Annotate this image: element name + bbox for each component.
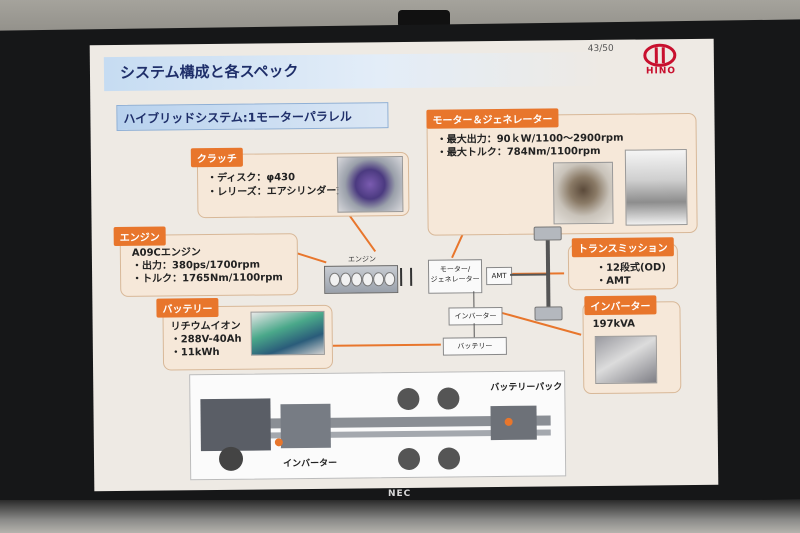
inverter-photo bbox=[594, 335, 658, 385]
clutch-symbol bbox=[400, 267, 413, 287]
battery-capacity: ・11kWh bbox=[170, 346, 220, 359]
clutch-spec-1: ・ディスク：φ430 bbox=[207, 172, 296, 185]
motor-generator-node: モーター/ ジェネレーター bbox=[427, 259, 483, 294]
battery-connector bbox=[332, 343, 441, 347]
inverter-tag: インバーター bbox=[584, 295, 657, 316]
amt-label: AMT bbox=[491, 271, 507, 281]
engine-block bbox=[324, 265, 399, 294]
subtitle-bar: ハイブリッドシステム:1モーターパラレル bbox=[116, 102, 389, 132]
wheel-icon bbox=[533, 226, 562, 241]
motor-photo-2 bbox=[624, 149, 688, 226]
cylinder-icon bbox=[340, 272, 352, 287]
slide-screen: システム構成と各スペック 43/50 HINO ハイブリッドシステム:1モーター… bbox=[89, 38, 719, 492]
engine-block-label: エンジン bbox=[347, 255, 376, 264]
motor-generator-label-1: モーター/ bbox=[439, 265, 471, 274]
engine-tag: エンジン bbox=[113, 226, 166, 247]
transmission-gears: ・12段式(OD) bbox=[595, 262, 666, 274]
motor-generator-label-2: ジェネレーター bbox=[430, 275, 480, 284]
motor-tag: モーター＆ジェネレーター bbox=[426, 108, 559, 129]
transmission-tag: トランスミッション bbox=[571, 237, 674, 258]
battery-voltage: ・288V-40Ah bbox=[170, 333, 242, 346]
battery-node: バッテリー bbox=[442, 336, 507, 356]
wheel-icon bbox=[534, 306, 563, 321]
cylinder-icon bbox=[362, 272, 374, 287]
chassis-inverter-label: インバーター bbox=[283, 458, 338, 470]
cylinder-icon bbox=[384, 272, 396, 287]
battery-tag: バッテリー bbox=[156, 297, 219, 318]
battery-type: リチウムイオン bbox=[170, 320, 241, 333]
motor-inverter-link bbox=[473, 291, 475, 308]
cylinder-icon bbox=[329, 272, 341, 287]
inverter-node: インバーター bbox=[448, 306, 503, 326]
foreground-band bbox=[0, 500, 800, 533]
cylinder-icon bbox=[373, 272, 385, 287]
rear-axle bbox=[545, 232, 551, 313]
battery-pack-label: バッテリーパック bbox=[490, 382, 563, 394]
hino-wordmark: HINO bbox=[645, 66, 677, 77]
chassis-illustration: バッテリーパック インバーター bbox=[189, 370, 567, 481]
subtitle-text: ハイブリッドシステム:1モーターパラレル bbox=[123, 109, 352, 126]
chassis-drawing bbox=[200, 387, 551, 471]
clutch-spec-2: ・レリーズ：エアシリンダー式 bbox=[207, 185, 347, 199]
page-number: 43/50 bbox=[587, 43, 614, 55]
amt-node: AMT bbox=[486, 266, 513, 286]
slide-title: システム構成と各スペック bbox=[119, 62, 299, 82]
battery-node-label: バッテリー bbox=[457, 342, 493, 351]
inverter-rating: 197kVA bbox=[592, 318, 636, 331]
cylinder-icon bbox=[351, 272, 363, 287]
inverter-node-label: インバーター bbox=[454, 312, 497, 321]
transmission-type: ・AMT bbox=[596, 275, 631, 287]
motor-max-torque: ・最大トルク：784Nm/1100rpm bbox=[436, 145, 601, 159]
hino-logo: HINO bbox=[638, 43, 682, 79]
engine-connector bbox=[297, 252, 327, 264]
hino-logo-icon bbox=[643, 43, 677, 67]
driveshaft bbox=[510, 273, 549, 276]
motor-photo-1 bbox=[552, 161, 614, 225]
inverter-battery-link bbox=[473, 323, 475, 338]
engine-torque: ・トルク：1765Nm/1100rpm bbox=[132, 272, 283, 285]
engine-model: A09Cエンジン bbox=[131, 247, 201, 259]
battery-photo bbox=[250, 310, 325, 356]
clutch-tag: クラッチ bbox=[190, 147, 243, 168]
engine-output: ・出力：380ps/1700rpm bbox=[131, 259, 261, 272]
monitor-brand: NEC bbox=[388, 489, 412, 499]
clutch-photo bbox=[336, 156, 404, 213]
